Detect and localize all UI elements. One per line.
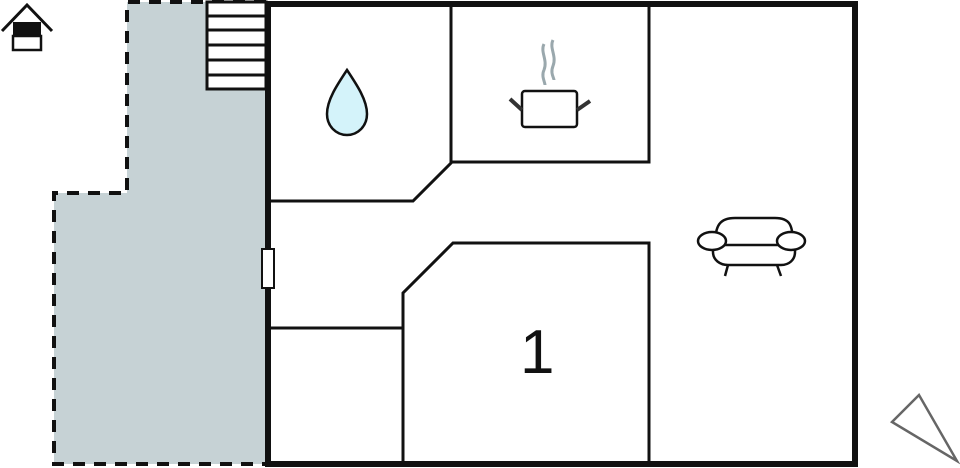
cooking-pot-icon [508, 39, 592, 129]
bathroom-walls [268, 4, 453, 203]
stairs [205, 0, 268, 91]
north-arrow-icon [889, 392, 960, 465]
bedroom-walls [401, 241, 651, 464]
terrace [52, 0, 266, 466]
interior-walls [268, 4, 651, 464]
house-garage-icon [0, 2, 54, 52]
bedroom-number-label: 1 [520, 318, 555, 387]
water-drop-icon [325, 67, 369, 137]
terrace-door[interactable] [261, 248, 275, 289]
kitchen-walls [451, 4, 651, 164]
armchair-icon [696, 216, 807, 277]
